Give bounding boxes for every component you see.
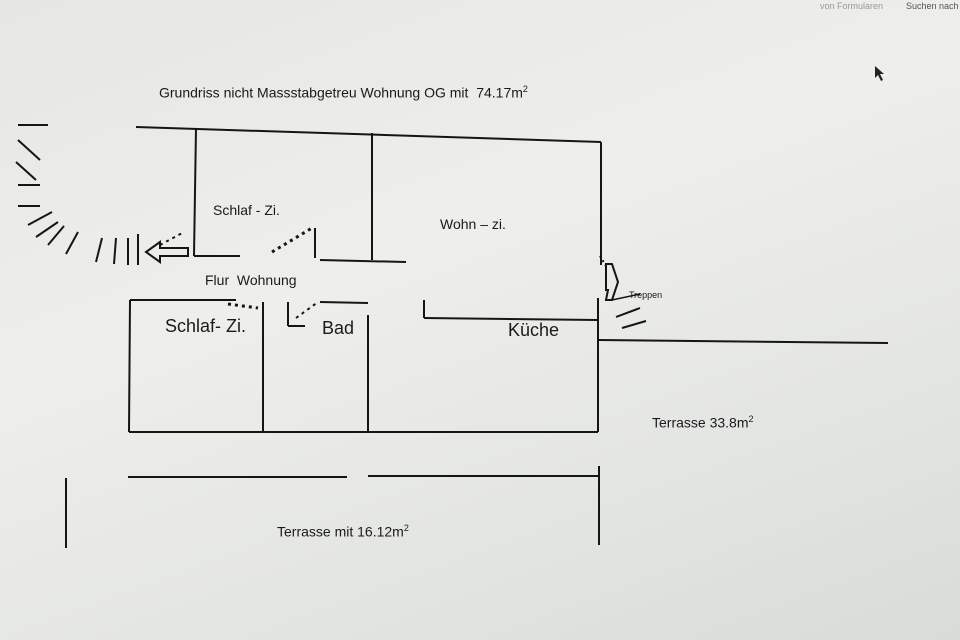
room-label-bad: Bad bbox=[322, 318, 355, 338]
plan-title: Grundriss nicht Massstabgetreu Wohnung O… bbox=[159, 84, 528, 101]
mouse-cursor-icon bbox=[875, 66, 884, 81]
terrace-right-label: Terrasse 33.8m2 bbox=[652, 414, 754, 431]
search-button[interactable]: Suchen nach bbox=[906, 1, 959, 11]
room-label-schlaf-zi-1: Schlaf - Zi. bbox=[213, 202, 280, 218]
room-label-kueche: Küche bbox=[508, 320, 560, 340]
terrace-bottom-label: Terrasse mit 16.12m2 bbox=[277, 523, 409, 540]
stairs-label: Treppen bbox=[629, 290, 663, 300]
room-label-wohn-zi: Wohn – zi. bbox=[440, 216, 506, 232]
room-label-schlaf-zi-2: Schlaf- Zi. bbox=[165, 316, 247, 336]
room-label-flur: Flur Wohnung bbox=[205, 272, 297, 288]
browser-toolbar: von Formularen Suchen nach bbox=[760, 0, 960, 14]
form-fill-button[interactable]: von Formularen bbox=[820, 1, 884, 11]
